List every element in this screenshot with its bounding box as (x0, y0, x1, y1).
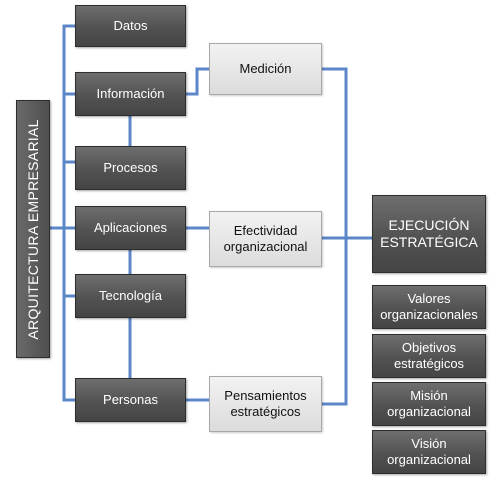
box-ejecucion-estrategica: EJECUCIÓN ESTRATÉGICA (372, 195, 486, 273)
efectividad-label: Efectividad organizacional (223, 223, 308, 254)
layer-tecnologia: Tecnología (75, 274, 186, 318)
layer-procesos: Procesos (75, 146, 186, 190)
layer-label: Aplicaciones (94, 220, 167, 236)
layer-aplicaciones: Aplicaciones (75, 206, 186, 250)
component-objetivos: Objetivos estratégicos (372, 334, 486, 378)
box-medicion: Medición (209, 43, 322, 95)
component-label: Objetivos estratégicos (393, 340, 465, 371)
layer-label: Tecnología (99, 288, 162, 304)
enterprise-architecture-label: ARQUITECTURA EMPRESARIAL (24, 118, 41, 340)
layer-label: Datos (113, 18, 148, 34)
layer-label: Procesos (103, 160, 158, 176)
layer-label: Personas (103, 392, 158, 408)
layer-datos: Datos (75, 5, 186, 47)
layer-label: Información (96, 86, 165, 102)
component-label: Valores organizacionales (380, 291, 478, 322)
box-pensamientos-estrategicos: Pensamientos estratégicos (209, 376, 322, 432)
box-efectividad-organizacional: Efectividad organizacional (209, 211, 322, 267)
enterprise-architecture-bar: ARQUITECTURA EMPRESARIAL (16, 100, 50, 358)
medicion-label: Medición (239, 61, 292, 77)
component-vision: Visión organizacional (372, 430, 486, 474)
layer-personas: Personas (75, 378, 186, 422)
ejecucion-label: EJECUCIÓN ESTRATÉGICA (380, 217, 478, 250)
component-label: Visión organizacional (387, 436, 471, 467)
component-label: Misión organizacional (387, 388, 471, 419)
component-mision: Misión organizacional (372, 382, 486, 426)
layer-informacion: Información (75, 72, 186, 116)
pensamientos-label: Pensamientos estratégicos (224, 388, 307, 419)
component-valores: Valores organizacionales (372, 285, 486, 329)
